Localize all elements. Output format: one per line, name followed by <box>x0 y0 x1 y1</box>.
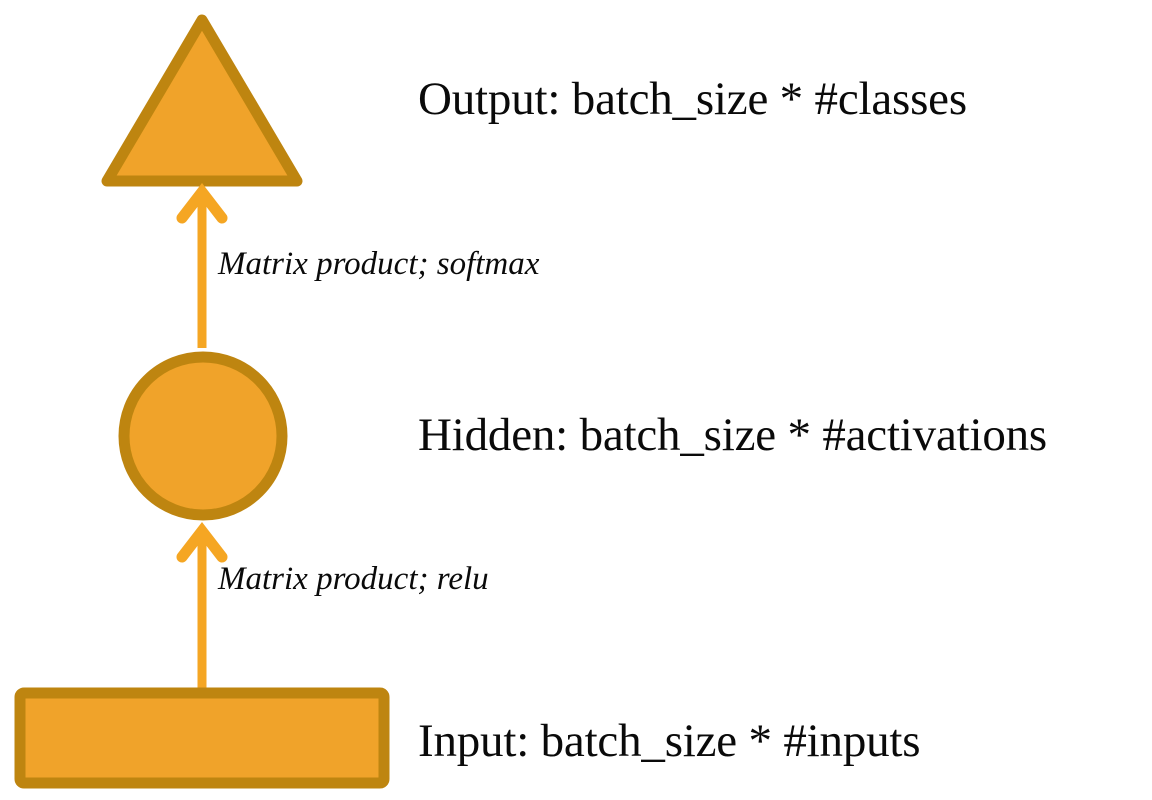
hidden-layer-circle[interactable] <box>118 351 288 521</box>
arrow-head-icon <box>176 182 228 224</box>
edge-label-input-to-hidden: Matrix product; relu <box>218 561 489 597</box>
output-layer-triangle[interactable] <box>101 14 303 187</box>
arrow-hidden-to-output <box>176 182 228 348</box>
hidden-layer-label: Hidden: batch_size * #activations <box>418 409 1048 461</box>
arrow-input-to-hidden <box>176 521 228 692</box>
input-layer-rectangle[interactable] <box>14 687 390 789</box>
arrow-head-icon <box>176 521 228 563</box>
output-layer-label: Output: batch_size * #classes <box>418 73 967 125</box>
edge-label-hidden-to-output: Matrix product; softmax <box>218 246 540 282</box>
input-layer-label: Input: batch_size * #inputs <box>418 715 921 767</box>
